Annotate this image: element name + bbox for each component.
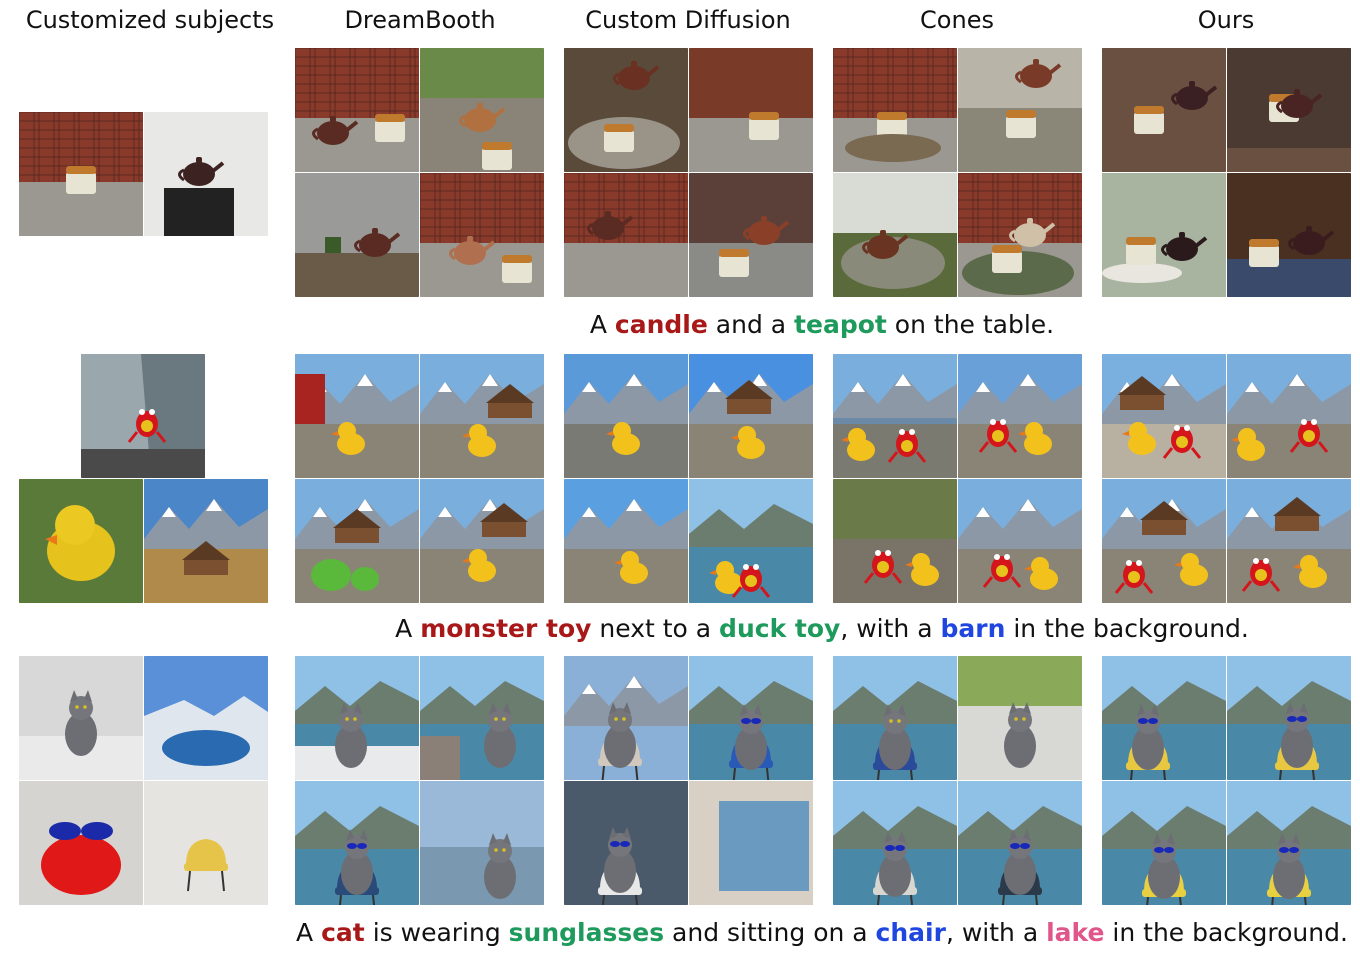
- generated-image: [295, 173, 419, 297]
- generated-image: [295, 781, 419, 905]
- generated-image: [833, 354, 957, 478]
- header-ours: Ours: [1197, 6, 1255, 34]
- caption-keyword: teapot: [794, 310, 887, 339]
- caption-keyword: duck toy: [719, 614, 841, 643]
- generated-image: [689, 48, 813, 172]
- generated-image: [295, 354, 419, 478]
- caption-row-2: A monster toy next to a duck toy, with a…: [395, 614, 1249, 643]
- generated-image: [1227, 173, 1351, 297]
- caption-text: in the background.: [1005, 614, 1249, 643]
- generated-image: [833, 173, 957, 297]
- caption-keyword: lake: [1046, 918, 1105, 947]
- caption-text: , with a: [840, 614, 941, 643]
- generated-image: [689, 173, 813, 297]
- generated-image: [689, 781, 813, 905]
- barn-photo: [144, 479, 268, 603]
- caption-keyword: chair: [875, 918, 946, 947]
- generated-image: [1102, 781, 1226, 905]
- generated-image: [295, 479, 419, 603]
- generated-image: [564, 48, 688, 172]
- generated-image: [1227, 354, 1351, 478]
- generated-image: [1102, 479, 1226, 603]
- generated-image: [420, 479, 544, 603]
- generated-image: [1227, 781, 1351, 905]
- generated-image: [420, 48, 544, 172]
- generated-image: [564, 173, 688, 297]
- caption-row-3: A cat is wearing sunglasses and sitting …: [296, 918, 1348, 947]
- caption-text: on the table.: [886, 310, 1055, 339]
- generated-image: [564, 656, 688, 780]
- header-cones: Cones: [920, 6, 994, 34]
- generated-image: [958, 48, 1082, 172]
- cat-photo: [19, 656, 143, 780]
- generated-image: [833, 656, 957, 780]
- generated-image: [420, 656, 544, 780]
- caption-keyword: monster toy: [420, 614, 592, 643]
- header-dreambooth: DreamBooth: [344, 6, 496, 34]
- sunglasses-photo: [19, 781, 143, 905]
- generated-image: [958, 781, 1082, 905]
- teapot-photo: [144, 112, 268, 236]
- header-custom-diffusion: Custom Diffusion: [585, 6, 791, 34]
- generated-image: [958, 479, 1082, 603]
- generated-image: [564, 479, 688, 603]
- generated-image: [1102, 48, 1226, 172]
- lake-photo: [144, 656, 268, 780]
- caption-keyword: cat: [321, 918, 365, 947]
- generated-image: [1227, 656, 1351, 780]
- generated-image: [295, 48, 419, 172]
- caption-text: A: [589, 310, 615, 339]
- generated-image: [420, 354, 544, 478]
- generated-image: [1102, 656, 1226, 780]
- generated-image: [295, 656, 419, 780]
- generated-image: [564, 781, 688, 905]
- generated-image: [689, 656, 813, 780]
- generated-image: [564, 354, 688, 478]
- caption-keyword: sunglasses: [508, 918, 665, 947]
- generated-image: [833, 48, 957, 172]
- caption-text: , with a: [945, 918, 1047, 947]
- generated-image: [420, 781, 544, 905]
- generated-image: [833, 781, 957, 905]
- generated-image: [1102, 354, 1226, 478]
- generated-image: [1227, 479, 1351, 603]
- caption-text: and sitting on a: [664, 918, 876, 947]
- caption-keyword: barn: [940, 614, 1006, 643]
- caption-text: in the background.: [1104, 918, 1348, 947]
- generated-image: [958, 354, 1082, 478]
- caption-text: next to a: [591, 614, 720, 643]
- candle-photo: [19, 112, 143, 236]
- caption-text: and a: [707, 310, 795, 339]
- caption-text: is wearing: [364, 918, 509, 947]
- chair-photo: [144, 781, 268, 905]
- generated-image: [833, 479, 957, 603]
- generated-image: [689, 354, 813, 478]
- generated-image: [958, 173, 1082, 297]
- caption-keyword: candle: [614, 310, 708, 339]
- monster-toy-photo: [81, 354, 205, 478]
- generated-image: [1102, 173, 1226, 297]
- caption-row-1: A candle and a teapot on the table.: [590, 310, 1054, 339]
- generated-image: [689, 479, 813, 603]
- generated-image: [1227, 48, 1351, 172]
- header-customized-subjects: Customized subjects: [25, 6, 275, 34]
- caption-text: A: [395, 614, 421, 643]
- generated-image: [958, 656, 1082, 780]
- caption-text: A: [296, 918, 322, 947]
- duck-toy-photo: [19, 479, 143, 603]
- generated-image: [420, 173, 544, 297]
